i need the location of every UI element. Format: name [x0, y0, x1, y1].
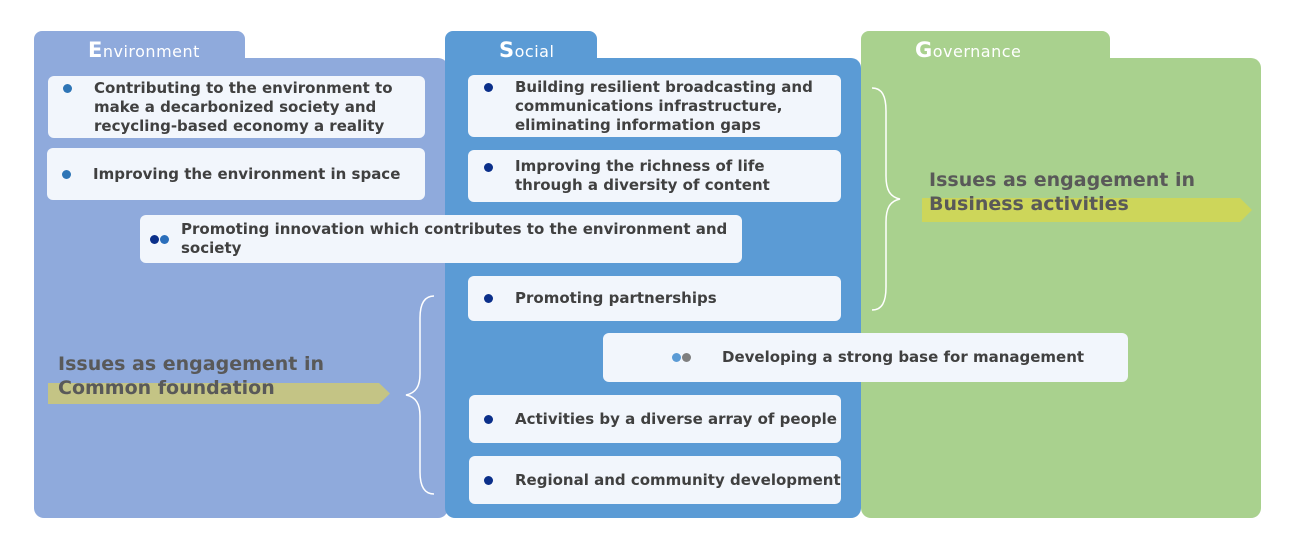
env-item-space-text: Improving the environment in space — [93, 164, 401, 183]
social-item-diverse-people-text: Activities by a diverse array of people — [515, 409, 837, 428]
social-item-infrastructure: Building resilient broadcasting and comm… — [468, 75, 841, 137]
social-bullet-icon — [484, 162, 493, 172]
social-item-regional-text: Regional and community development — [515, 470, 841, 489]
social-bullet-icon — [484, 475, 493, 485]
shared-item-management-text: Developing a strong base for management — [722, 348, 1085, 366]
environment-tab-rest: nvironment — [102, 42, 200, 61]
social-tab-initial: S — [499, 38, 515, 62]
social-bullet-icon — [484, 294, 493, 303]
common-brace-icon — [405, 295, 435, 495]
env-bullet-icon — [62, 169, 71, 179]
social-bullet-icon — [484, 82, 493, 92]
business-arrow-icon — [922, 198, 1252, 222]
business-issues-line2: Business activities — [929, 193, 1129, 215]
business-issues-label: Issues as engagement in Business activit… — [929, 168, 1259, 216]
social-item-content: Improving the richness of life through a… — [468, 150, 841, 202]
common-arrow-icon — [48, 383, 390, 404]
social-item-partnerships-text: Promoting partnerships — [515, 289, 717, 307]
business-brace-icon — [871, 87, 901, 311]
env-item-space: Improving the environment in space — [47, 148, 425, 200]
social-item-infrastructure-text: Building resilient broadcasting and comm… — [515, 77, 813, 134]
common-issues-label: Issues as engagement in Common foundatio… — [58, 352, 388, 400]
environment-bullet-icon — [160, 234, 169, 244]
environment-tab-initial: E — [88, 38, 103, 62]
env-item-decarbonized-text: Contributing to the environment to make … — [94, 78, 393, 135]
governance-panel — [861, 58, 1261, 518]
common-issues-line1: Issues as engagement in — [58, 353, 325, 375]
social-item-partnerships: Promoting partnerships — [468, 276, 841, 321]
shared-item-management: Developing a strong base for management — [603, 333, 1128, 382]
social-bullet-icon — [672, 353, 681, 362]
social-bullet-icon — [150, 234, 159, 244]
social-bullet-icon — [484, 414, 493, 424]
shared-item-innovation: Promoting innovation which contributes t… — [140, 215, 742, 263]
social-item-content-text: Improving the richness of life through a… — [515, 157, 770, 194]
shared-item-innovation-text: Promoting innovation which contributes t… — [181, 220, 728, 257]
env-bullet-icon — [63, 83, 72, 93]
common-issues-line2: Common foundation — [58, 377, 275, 399]
env-item-decarbonized: Contributing to the environment to make … — [48, 76, 425, 138]
social-tab-rest: ocial — [514, 42, 555, 61]
governance-bullet-icon — [682, 353, 691, 362]
business-issues-line1: Issues as engagement in — [929, 169, 1196, 191]
social-item-regional: Regional and community development — [469, 456, 841, 504]
governance-tab-initial: G — [915, 38, 933, 62]
social-item-diverse-people: Activities by a diverse array of people — [469, 395, 841, 443]
governance-tab-rest: overnance — [932, 42, 1022, 61]
